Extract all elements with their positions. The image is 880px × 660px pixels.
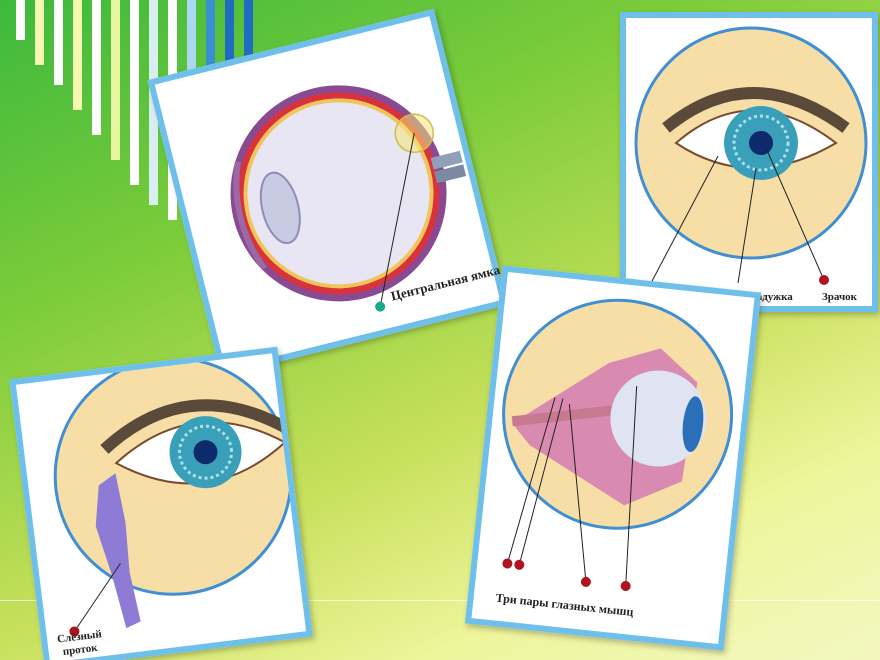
pupil-label: Зрачок bbox=[822, 291, 857, 303]
tear-duct-illustration bbox=[16, 353, 306, 660]
deco-stripe bbox=[111, 0, 120, 160]
external-eye-illustration bbox=[626, 18, 872, 306]
deco-stripe bbox=[92, 0, 101, 135]
retina-card: Центральная ямка bbox=[147, 9, 507, 376]
deco-stripe bbox=[54, 0, 63, 85]
eye-section-illustration bbox=[155, 16, 500, 369]
iris-card: Радужка Зрачок bbox=[620, 12, 878, 312]
tear-card: Слёзный проток bbox=[9, 347, 313, 660]
eye-muscles-illustration bbox=[471, 272, 754, 644]
deco-stripe bbox=[73, 0, 82, 110]
deco-stripe bbox=[130, 0, 139, 185]
deco-stripe bbox=[16, 0, 25, 40]
muscles-card: Три пары глазных мышц bbox=[465, 265, 761, 650]
deco-stripe bbox=[35, 0, 44, 65]
